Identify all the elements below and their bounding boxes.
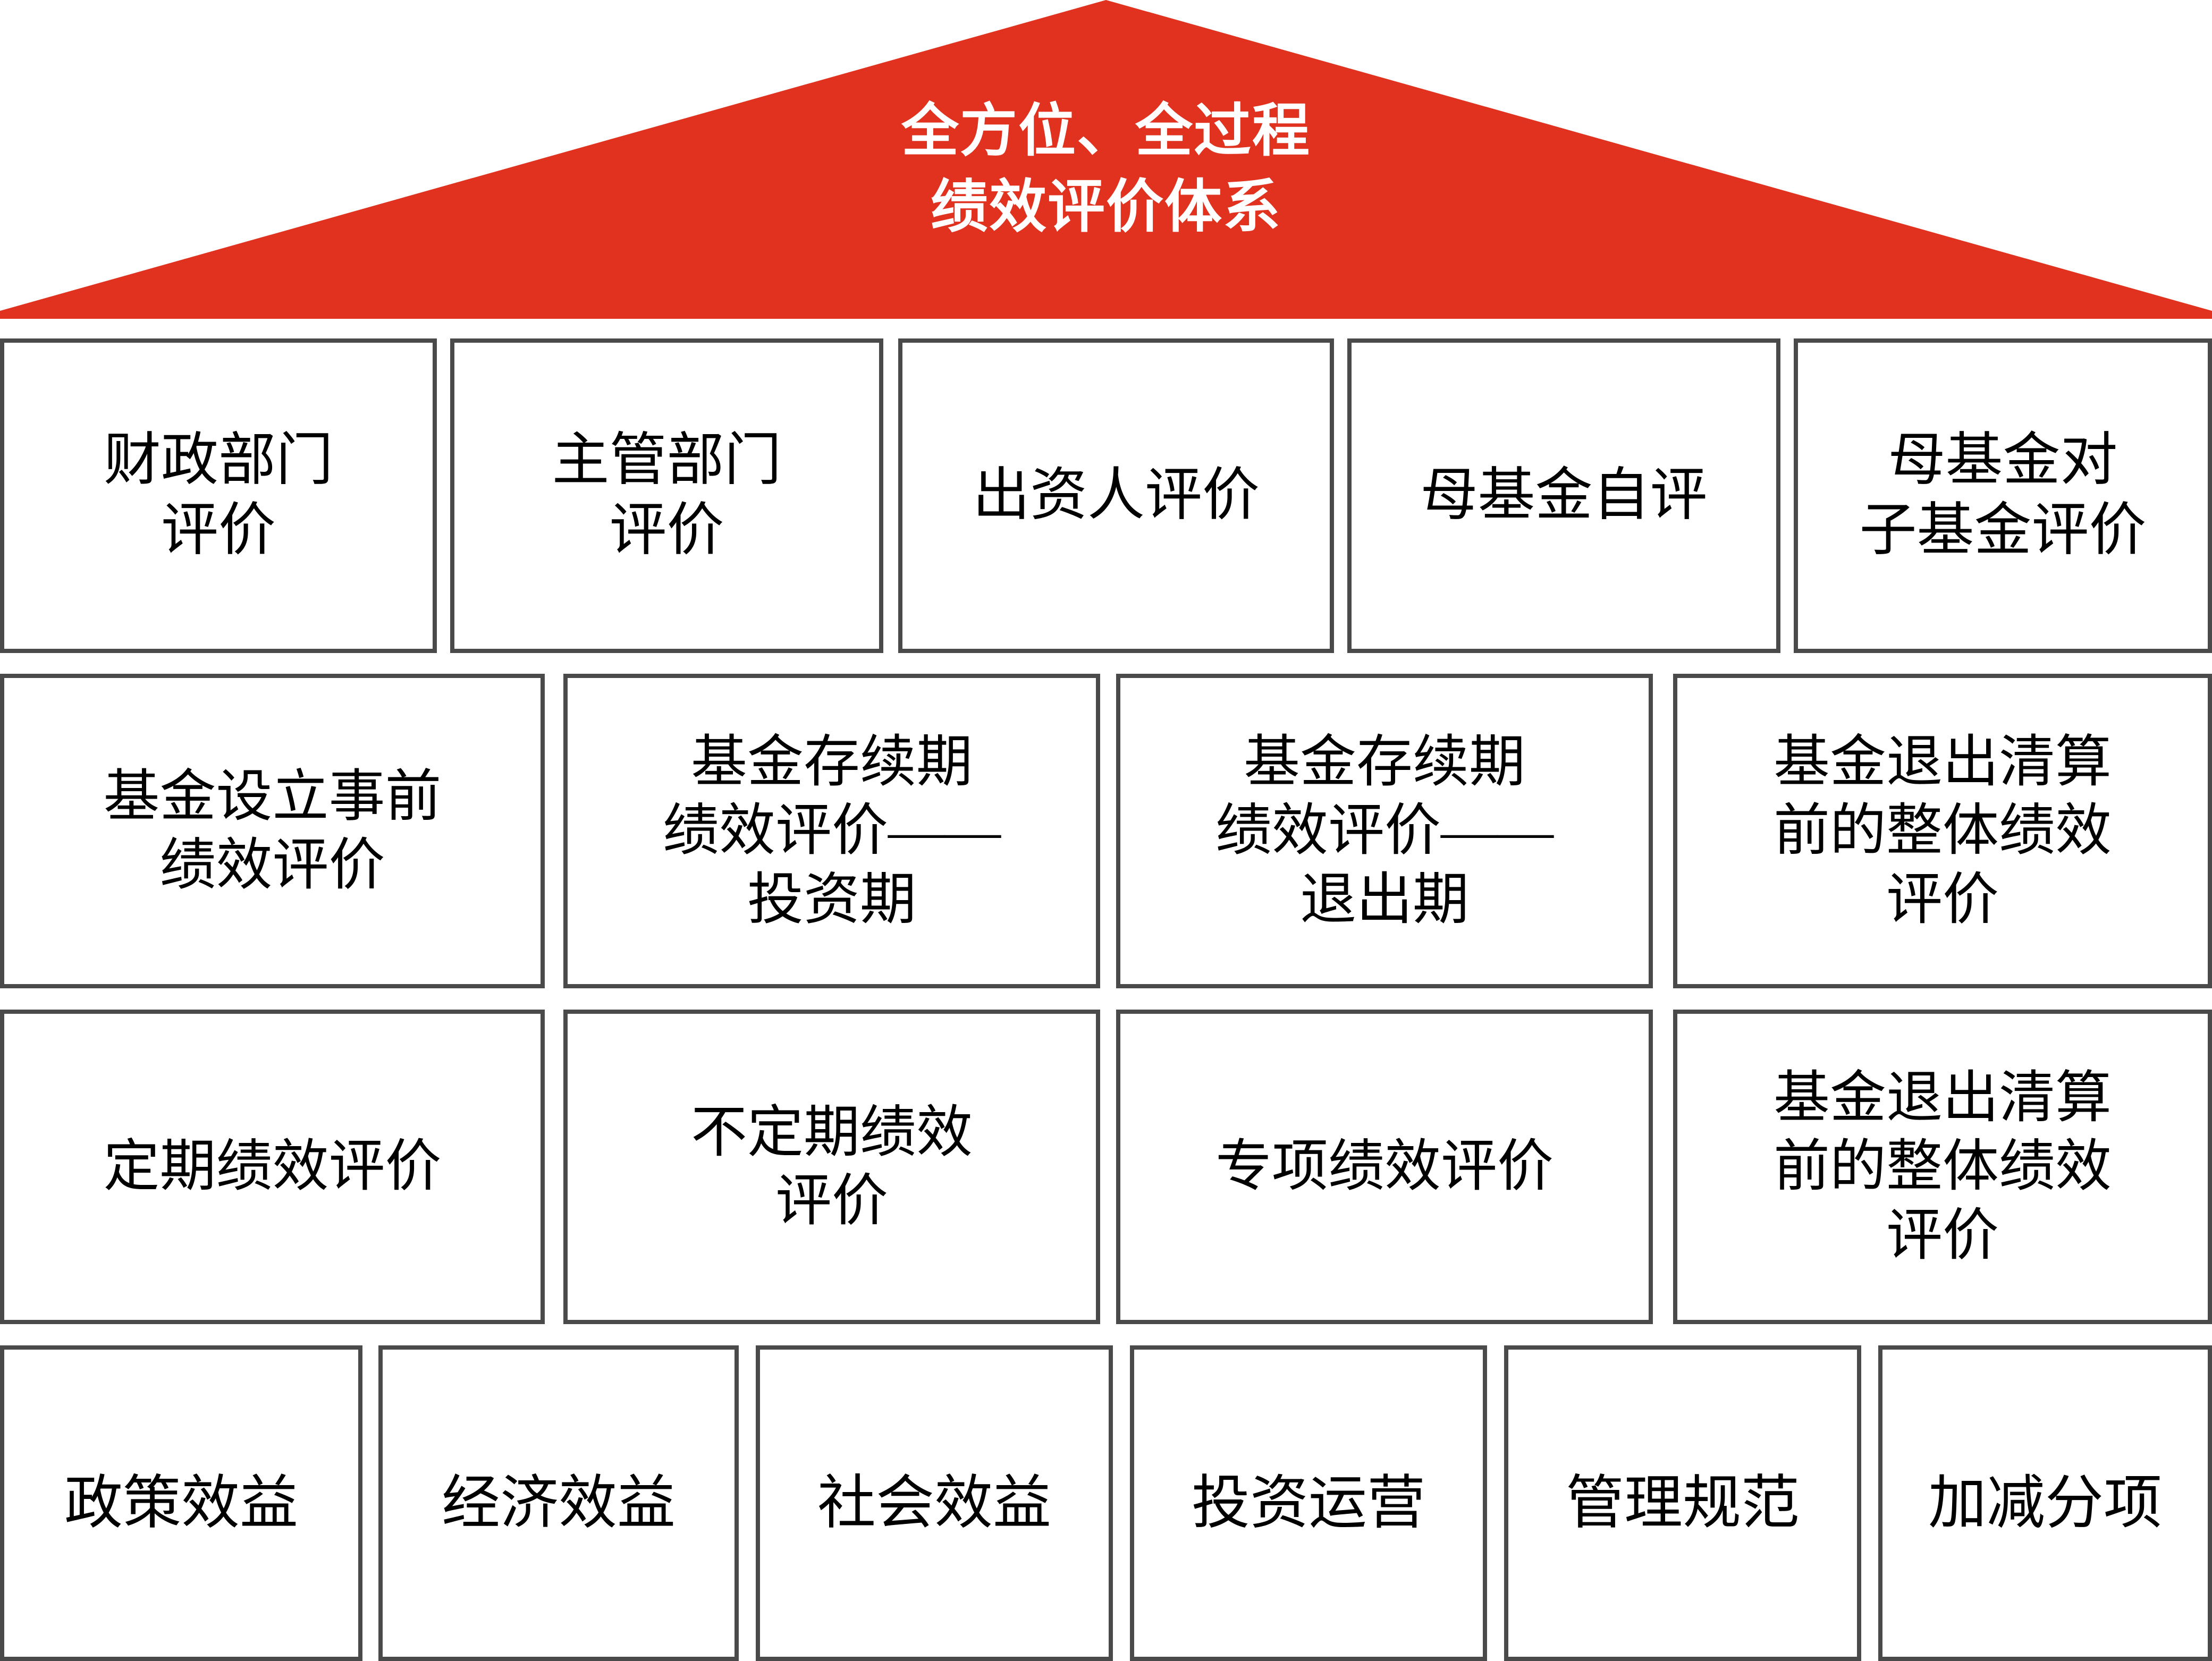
box-label: 投资运营	[1192, 1470, 1425, 1536]
box-label: 经济效益	[442, 1470, 676, 1536]
box-label: 母基金对子基金评价	[1859, 429, 2147, 562]
box-row3-col4[interactable]: 基金退出清算前的整体绩效评价	[1673, 1010, 2212, 1324]
box-row4-col1[interactable]: 政策效益	[0, 1345, 362, 1661]
box-label: 主管部门评价	[552, 429, 782, 562]
box-row1-col3[interactable]: 出资人评价	[898, 338, 1334, 653]
box-row3-col1[interactable]: 定期绩效评价	[0, 1010, 545, 1324]
box-label: 基金存续期绩效评价——退出期	[1215, 731, 1554, 931]
box-label: 母基金自评	[1420, 464, 1708, 528]
box-row1-col2[interactable]: 主管部门评价	[450, 338, 883, 653]
box-row2-col3[interactable]: 基金存续期绩效评价——退出期	[1116, 674, 1653, 988]
box-label: 政策效益	[64, 1470, 298, 1536]
box-row4-col5[interactable]: 管理规范	[1504, 1345, 1861, 1661]
box-label: 专项绩效评价	[1215, 1135, 1554, 1198]
box-row3-col2[interactable]: 不定期绩效评价	[563, 1010, 1100, 1324]
box-label: 不定期绩效评价	[691, 1101, 973, 1232]
box-label: 财政部门评价	[103, 429, 333, 562]
box-row4-col4[interactable]: 投资运营	[1130, 1345, 1487, 1661]
box-label: 基金退出清算前的整体绩效评价	[1774, 731, 2112, 931]
box-label: 社会效益	[817, 1470, 1051, 1536]
box-label: 加减分项	[1928, 1470, 2162, 1536]
box-row2-col2[interactable]: 基金存续期绩效评价——投资期	[563, 674, 1100, 988]
box-row4-col2[interactable]: 经济效益	[378, 1345, 739, 1661]
box-row1-col4[interactable]: 母基金自评	[1347, 338, 1780, 653]
box-label: 定期绩效评价	[103, 1135, 442, 1198]
roof-shape	[0, 0, 2212, 319]
box-row1-col1[interactable]: 财政部门评价	[0, 338, 437, 653]
box-row3-col3[interactable]: 专项绩效评价	[1116, 1010, 1653, 1324]
box-row2-col1[interactable]: 基金设立事前绩效评价	[0, 674, 545, 988]
box-label: 管理规范	[1566, 1470, 1800, 1536]
box-label: 基金存续期绩效评价——投资期	[663, 731, 1001, 931]
box-row4-col6[interactable]: 加减分项	[1878, 1345, 2212, 1661]
roof-triangle-icon	[0, 0, 2212, 319]
box-label: 出资人评价	[972, 464, 1260, 528]
box-label: 基金退出清算前的整体绩效评价	[1774, 1067, 2112, 1267]
box-label: 基金设立事前绩效评价	[103, 765, 442, 896]
box-row2-col4[interactable]: 基金退出清算前的整体绩效评价	[1673, 674, 2212, 988]
box-row4-col3[interactable]: 社会效益	[756, 1345, 1113, 1661]
box-row1-col5[interactable]: 母基金对子基金评价	[1794, 338, 2212, 653]
